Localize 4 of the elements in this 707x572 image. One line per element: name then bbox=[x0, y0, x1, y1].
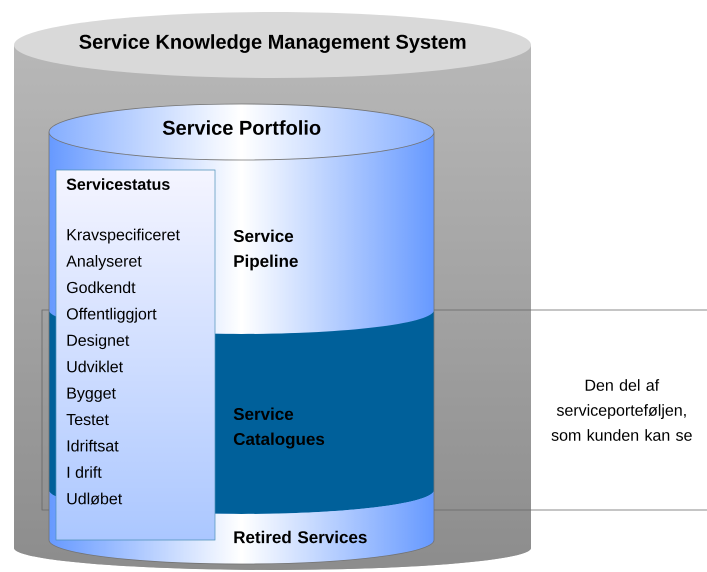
section-label: Service Pipeline bbox=[234, 230, 298, 270]
section-label: Service Catalogues bbox=[234, 408, 324, 448]
section-label: Retired Services bbox=[234, 530, 367, 544]
note-text: Den del af serviceporteføljen, som kunden kan se bbox=[552, 379, 692, 441]
